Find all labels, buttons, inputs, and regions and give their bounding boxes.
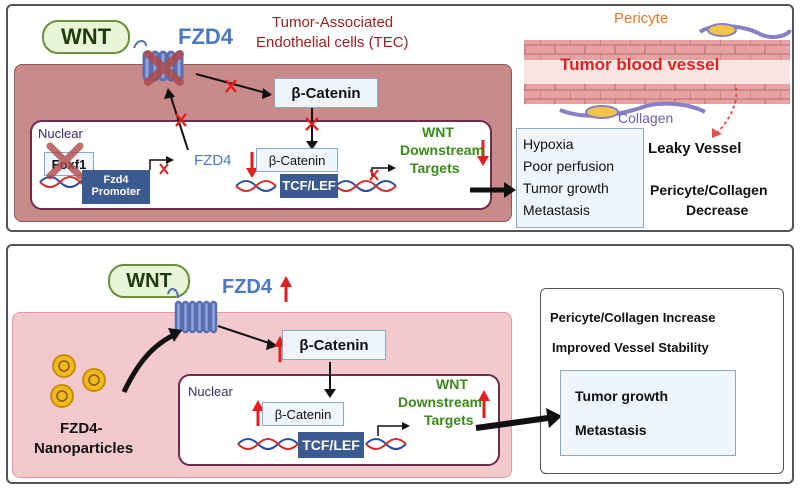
nanoparticles-line2: Nanoparticles — [34, 440, 134, 457]
bottom-outcomes-box: Tumor growth Metastasis — [560, 370, 736, 456]
tec-title-line1: Tumor-Associated — [272, 14, 394, 31]
outcome-metastasis: Metastasis — [523, 202, 590, 218]
outcome-hypoxia: Hypoxia — [523, 136, 574, 152]
outcome-tumor-growth: Tumor growth — [523, 180, 609, 196]
top-nuc-beta-catenin-label: β-Catenin — [268, 152, 326, 168]
bottom-outcome-metastasis: Metastasis — [575, 422, 647, 438]
bottom-wnt-label: WNT — [126, 269, 172, 292]
fzd4-promoter-box: Fzd4 Promoter — [82, 170, 150, 204]
top-nuc-beta-catenin-box: β-Catenin — [256, 148, 338, 172]
bottom-nuc-beta-catenin-box: β-Catenin — [262, 402, 344, 426]
top-wnt-pill: WNT — [42, 20, 130, 54]
collagen-label: Collagen — [618, 110, 674, 126]
pericyte-decrease-line1: Pericyte/Collagen — [650, 182, 768, 198]
bottom-wnt-pill: WNT — [108, 264, 190, 298]
outcome-perfusion: Poor perfusion — [523, 158, 615, 174]
bottom-tcf-box: TCF/LEF — [298, 432, 364, 458]
top-tcf-box: TCF/LEF — [280, 174, 338, 198]
top-beta-catenin-label: β-Catenin — [291, 84, 361, 102]
top-targets-line1: WNT — [422, 124, 454, 140]
top-targets-line2: Downstream — [400, 142, 485, 158]
bottom-targets-line1: WNT — [436, 376, 468, 392]
vessel-label: Tumor blood vessel — [560, 55, 720, 74]
tec-title-line2: Endothelial cells (TEC) — [256, 34, 409, 51]
fzd4-promoter-label: Fzd4 Promoter — [91, 174, 141, 198]
result-line1: Pericyte/Collagen Increase — [550, 310, 716, 325]
leaky-vessel-label: Leaky Vessel — [648, 140, 742, 157]
top-nuclear-label: Nuclear — [38, 126, 83, 141]
bottom-beta-catenin-box: β-Catenin — [282, 330, 386, 360]
top-targets-line3: Targets — [410, 160, 460, 176]
nanoparticles-line1: FZD4- — [60, 420, 103, 437]
bottom-targets-line3: Targets — [424, 412, 474, 428]
bottom-nuc-beta-catenin-label: β-Catenin — [274, 406, 332, 422]
pericyte-decrease-line2: Decrease — [686, 202, 749, 218]
top-fzd4-label: FZD4 — [178, 24, 233, 49]
bottom-nuclear-label: Nuclear — [188, 384, 233, 399]
top-wnt-label: WNT — [60, 24, 112, 49]
top-outcomes-box: Hypoxia Poor perfusion Tumor growth Meta… — [516, 128, 644, 228]
bottom-fzd4-label: FZD4 — [222, 276, 272, 298]
bottom-tcf-label: TCF/LEF — [302, 436, 360, 453]
bottom-targets-line2: Downstream — [398, 394, 483, 410]
top-beta-catenin-box: β-Catenin — [274, 78, 378, 108]
result-line2: Improved Vessel Stability — [552, 340, 709, 355]
pericyte-label: Pericyte — [614, 10, 669, 27]
bottom-beta-catenin-label: β-Catenin — [299, 336, 369, 354]
top-tcf-label: TCF/LEF — [282, 178, 336, 194]
top-fzd4-gene-label: FZD4 — [194, 152, 232, 169]
bottom-outcome-tumor-growth: Tumor growth — [575, 388, 669, 404]
